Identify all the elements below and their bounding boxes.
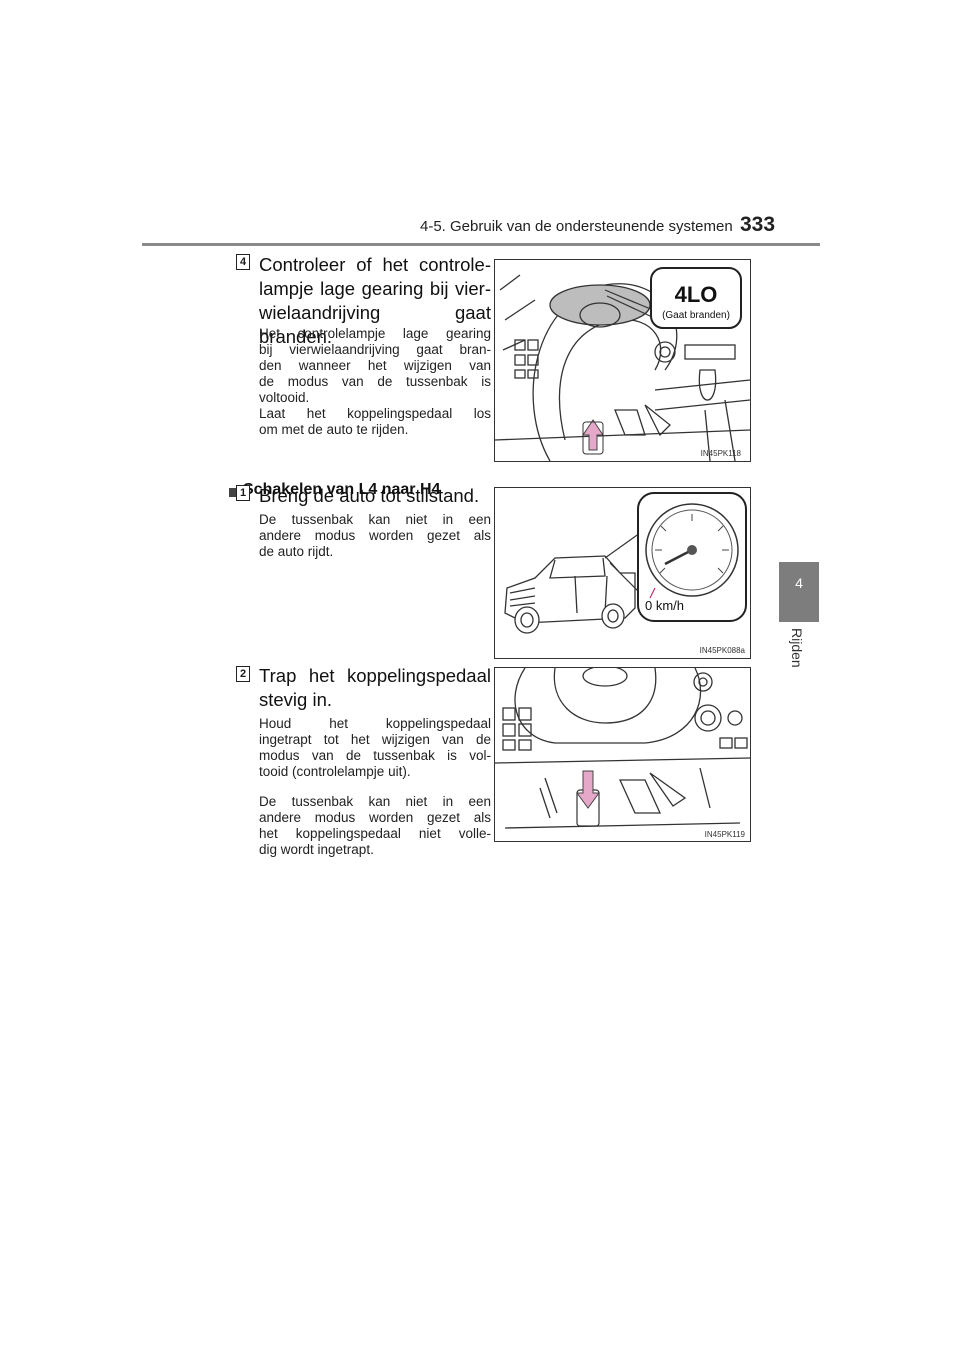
step-number-1: 1 [236, 485, 250, 501]
step2-title-line: Trap het koppelingspedaal [259, 665, 491, 686]
speed-readout: 0 km/h [645, 598, 684, 613]
clutch-pedal-drawing: IN45PK119 [495, 668, 750, 839]
body-line: modus van de tussenbak is vol- [259, 748, 491, 763]
running-header-title: 4-5. Gebruik van de ondersteunende syste… [420, 218, 733, 235]
step2-title-line: stevig in. [259, 689, 333, 710]
step4-title-line: lampje lage gearing bij vier- [259, 278, 491, 299]
body-line: om met de auto te rijden. [259, 422, 409, 437]
illustration-code: IN45PK118 [701, 449, 742, 458]
illustration-vehicle-speedometer: 0 km/h IN45PK088a [494, 487, 751, 659]
chapter-label: Rijden [779, 628, 819, 678]
body-line: de auto rijdt. [259, 544, 334, 559]
step2-title: Trap het koppelingspedaal stevig in. [259, 664, 491, 712]
indicator-sublabel: (Gaat branden) [662, 310, 730, 321]
step-number-4: 4 [236, 254, 250, 270]
illustration-code: IN45PK119 [705, 830, 746, 839]
section-heading: Schakelen van L4 naar H4 [243, 481, 441, 498]
body-line: voltooid. [259, 390, 310, 405]
step4-body: Het controlelampje lage gearing bij vier… [259, 326, 491, 438]
page-number: 333 [740, 213, 776, 236]
body-line: andere modus worden gezet als [259, 528, 491, 543]
body-line: De tussenbak kan niet in een [259, 512, 491, 527]
body-line: bij vierwielaandrijving gaat bran- [259, 342, 491, 357]
chapter-label-text: Rijden [789, 628, 805, 668]
illustration-clutch-pedal: IN45PK119 [494, 667, 751, 842]
body-line: tooid (controlelampje uit). [259, 764, 411, 779]
body-line: de modus van de tussenbak is [259, 374, 491, 389]
header-rule [142, 243, 820, 246]
step4-title: Controleer of het controle- lampje lage … [259, 253, 491, 349]
body-line: het koppelingspedaal niet volle- [259, 826, 491, 841]
step2-body-b: De tussenbak kan niet in een andere modu… [259, 794, 491, 858]
step1-title: Breng de auto tot stilstand. [259, 485, 480, 506]
indicator-label: 4LO [675, 282, 718, 307]
body-line: Het controlelampje lage gearing [259, 326, 491, 341]
body-line: den wanneer het wijzigen van [259, 358, 491, 373]
body-line: ingetrapt tot het wijzigen van de [259, 732, 491, 747]
section-marker-icon [229, 488, 238, 497]
step4-title-line: wielaandrijving gaat branden. [259, 302, 491, 347]
illustration-code: IN45PK088a [700, 646, 746, 655]
step4-title-line: Controleer of het controle- [259, 254, 491, 275]
body-line: Houd het koppelingspedaal [259, 716, 491, 731]
vehicle-speedometer-drawing: 0 km/h IN45PK088a [504, 492, 747, 655]
step2-body-a: Houd het koppelingspedaal ingetrapt tot … [259, 716, 491, 780]
step-number-2: 2 [236, 666, 250, 682]
chapter-tab [779, 562, 819, 622]
body-line: Laat het koppelingspedaal los [259, 406, 491, 421]
step1-body: De tussenbak kan niet in een andere modu… [259, 512, 491, 560]
body-line: dig wordt ingetrapt. [259, 842, 374, 857]
illustration-dashboard-4lo: 4LO (Gaat branden) IN45PK118 [494, 259, 751, 462]
body-line: andere modus worden gezet als [259, 810, 491, 825]
chapter-number: 4 [795, 575, 803, 591]
dashboard-drawing: 4LO (Gaat branden) IN45PK118 [495, 267, 750, 461]
body-line: De tussenbak kan niet in een [259, 794, 491, 809]
